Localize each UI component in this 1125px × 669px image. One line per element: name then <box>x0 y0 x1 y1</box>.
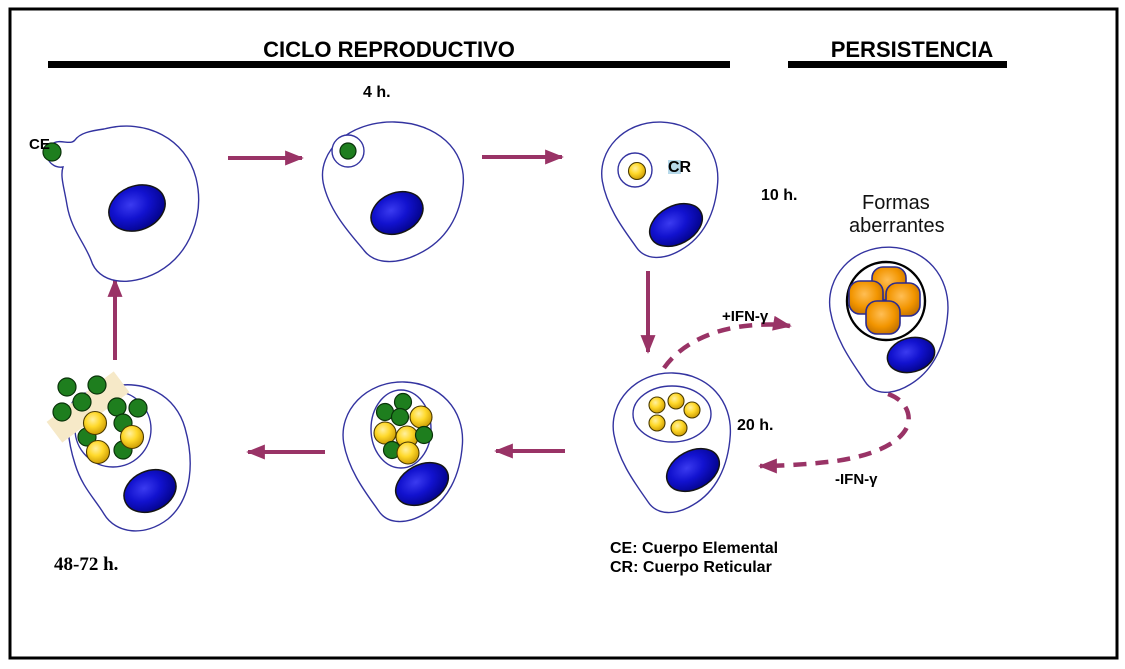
header-persistence: PERSISTENCIA <box>831 37 994 62</box>
eb-dot-escaped <box>57 377 77 397</box>
rb-dot <box>119 424 145 450</box>
nucleus <box>648 202 704 248</box>
cell-aberrant-forms: Formas aberrantes <box>828 192 949 394</box>
cell-inclusion-20h: 20 h. <box>612 372 773 514</box>
aberrant-label-line1: Formas <box>862 192 930 214</box>
rb-dot <box>670 419 688 437</box>
eb-dot <box>414 425 434 445</box>
cell-lysis-48-72h: 48-72 h. <box>46 371 191 575</box>
cell-reticular-cr: CR <box>600 121 719 259</box>
legend-ce: CE: Cuerpo Elemental <box>610 540 778 557</box>
minus-ifn-label: -IFN-γ <box>835 471 878 488</box>
cr-marker-label: CR <box>668 159 692 176</box>
time-20h-label: 20 h. <box>737 417 773 434</box>
eb-dot-escaped <box>52 402 72 422</box>
eb-dot-escaped <box>87 375 107 395</box>
outer-frame <box>8 7 1119 660</box>
rb-dot <box>683 401 701 419</box>
aberrant-label-line2: aberrantes <box>849 215 945 237</box>
ce-marker-label: CE <box>29 136 50 153</box>
eb-dot <box>128 398 148 418</box>
rb-dot <box>409 405 433 429</box>
eb-dot <box>339 142 357 160</box>
header-persistence-underline <box>788 61 1007 68</box>
nucleus <box>886 336 936 374</box>
rb-dot <box>373 421 397 445</box>
eb-dot <box>393 392 413 412</box>
nucleus <box>394 461 450 507</box>
rb-dot <box>667 392 685 410</box>
rb-dot <box>627 161 647 181</box>
time-48-72h-label: 48-72 h. <box>54 554 118 575</box>
time-4h-label: 4 h. <box>363 84 391 101</box>
nucleus <box>370 190 424 236</box>
nucleus <box>108 184 166 232</box>
eb-dot <box>42 142 62 162</box>
rb-dot <box>648 414 666 432</box>
cr-highlight <box>668 160 681 174</box>
header-cycle: CICLO REPRODUCTIVO <box>263 37 515 62</box>
rb-dot <box>648 396 666 414</box>
eb-dot <box>107 397 127 417</box>
eb-dot-escaped <box>72 392 92 412</box>
arrow-minus-ifn-dashed <box>758 391 911 474</box>
time-10h-label: 10 h. <box>761 187 797 204</box>
nucleus <box>665 447 721 493</box>
header-cycle-underline <box>48 61 730 68</box>
cell-attachment-ce: CE <box>29 125 200 283</box>
rb-dot <box>82 410 108 436</box>
rb-dot <box>396 441 420 465</box>
arrow-plus-ifn-dashed <box>662 315 792 370</box>
eb-dot <box>390 407 410 427</box>
cell-multiplication <box>342 381 464 523</box>
plus-ifn-label: +IFN-γ <box>722 308 769 325</box>
aberrant-body <box>865 300 901 335</box>
cell-entry-4h: 4 h. <box>321 84 465 263</box>
rb-dot <box>85 439 111 465</box>
nucleus <box>123 468 177 514</box>
legend: CE: Cuerpo Elemental CR: Cuerpo Reticula… <box>610 540 778 576</box>
legend-cr: CR: Cuerpo Reticular <box>610 559 772 576</box>
